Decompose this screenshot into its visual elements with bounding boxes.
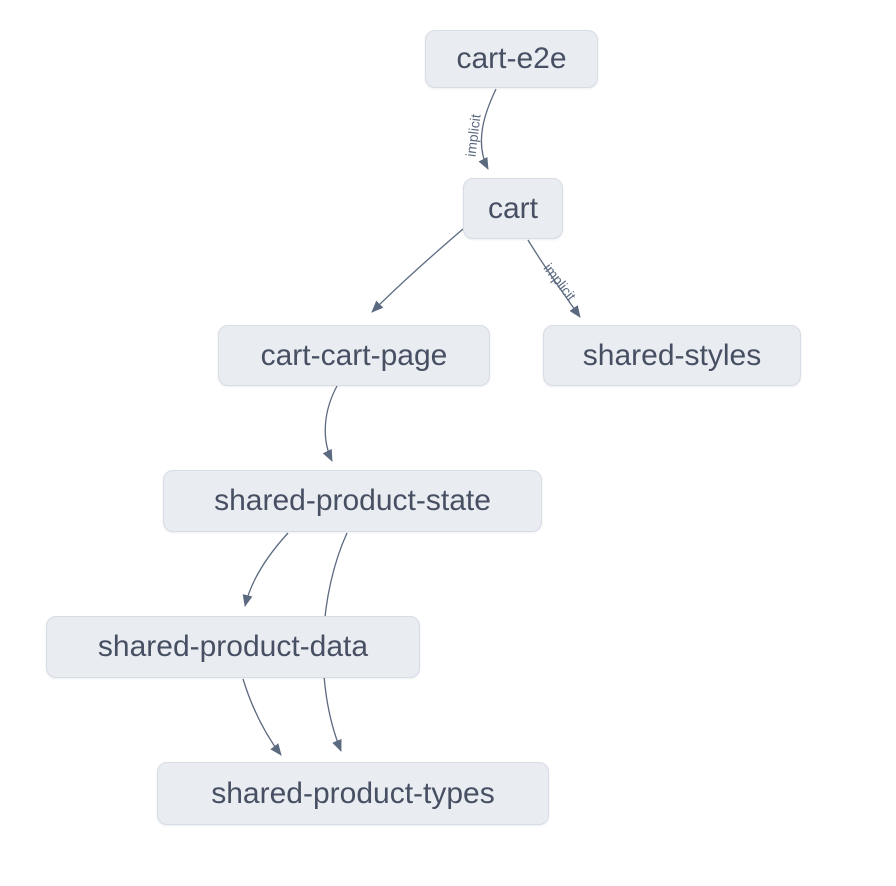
graph-node-shared-product-types[interactable]: shared-product-types bbox=[157, 762, 549, 825]
graph-node-label: cart-cart-page bbox=[260, 338, 448, 372]
edge-cart-cart-page-to-shared-product-state[interactable] bbox=[322, 385, 338, 462]
graph-node-label: shared-styles bbox=[582, 338, 762, 372]
edge-shared-product-state-to-shared-product-data[interactable] bbox=[242, 532, 289, 607]
edge-label-implicit-2: implicit bbox=[540, 260, 579, 304]
graph-node-shared-styles[interactable]: shared-styles bbox=[543, 325, 801, 386]
edge-cart-to-cart-cart-page[interactable] bbox=[371, 228, 464, 313]
graph-node-label: shared-product-state bbox=[214, 484, 491, 517]
edge-shared-product-data-to-shared-product-types[interactable] bbox=[242, 678, 282, 756]
graph-node-shared-product-data[interactable]: shared-product-data bbox=[46, 616, 420, 678]
graph-node-cart[interactable]: cart bbox=[463, 178, 563, 239]
graph-node-label: cart-e2e bbox=[456, 42, 567, 75]
edge-cart-e2e-to-cart[interactable] bbox=[478, 88, 497, 170]
graph-node-cart-e2e[interactable]: cart-e2e bbox=[425, 30, 598, 88]
graph-node-cart-cart-page[interactable]: cart-cart-page bbox=[218, 325, 490, 386]
graph-node-label: cart bbox=[487, 191, 538, 225]
edge-cart-to-shared-styles[interactable] bbox=[527, 239, 581, 318]
graph-node-label: shared-product-data bbox=[97, 630, 369, 663]
edge-label-implicit-1: implicit bbox=[462, 113, 483, 158]
graph-node-label: shared-product-types bbox=[211, 776, 495, 810]
graph-node-shared-product-state[interactable]: shared-product-state bbox=[163, 470, 542, 532]
